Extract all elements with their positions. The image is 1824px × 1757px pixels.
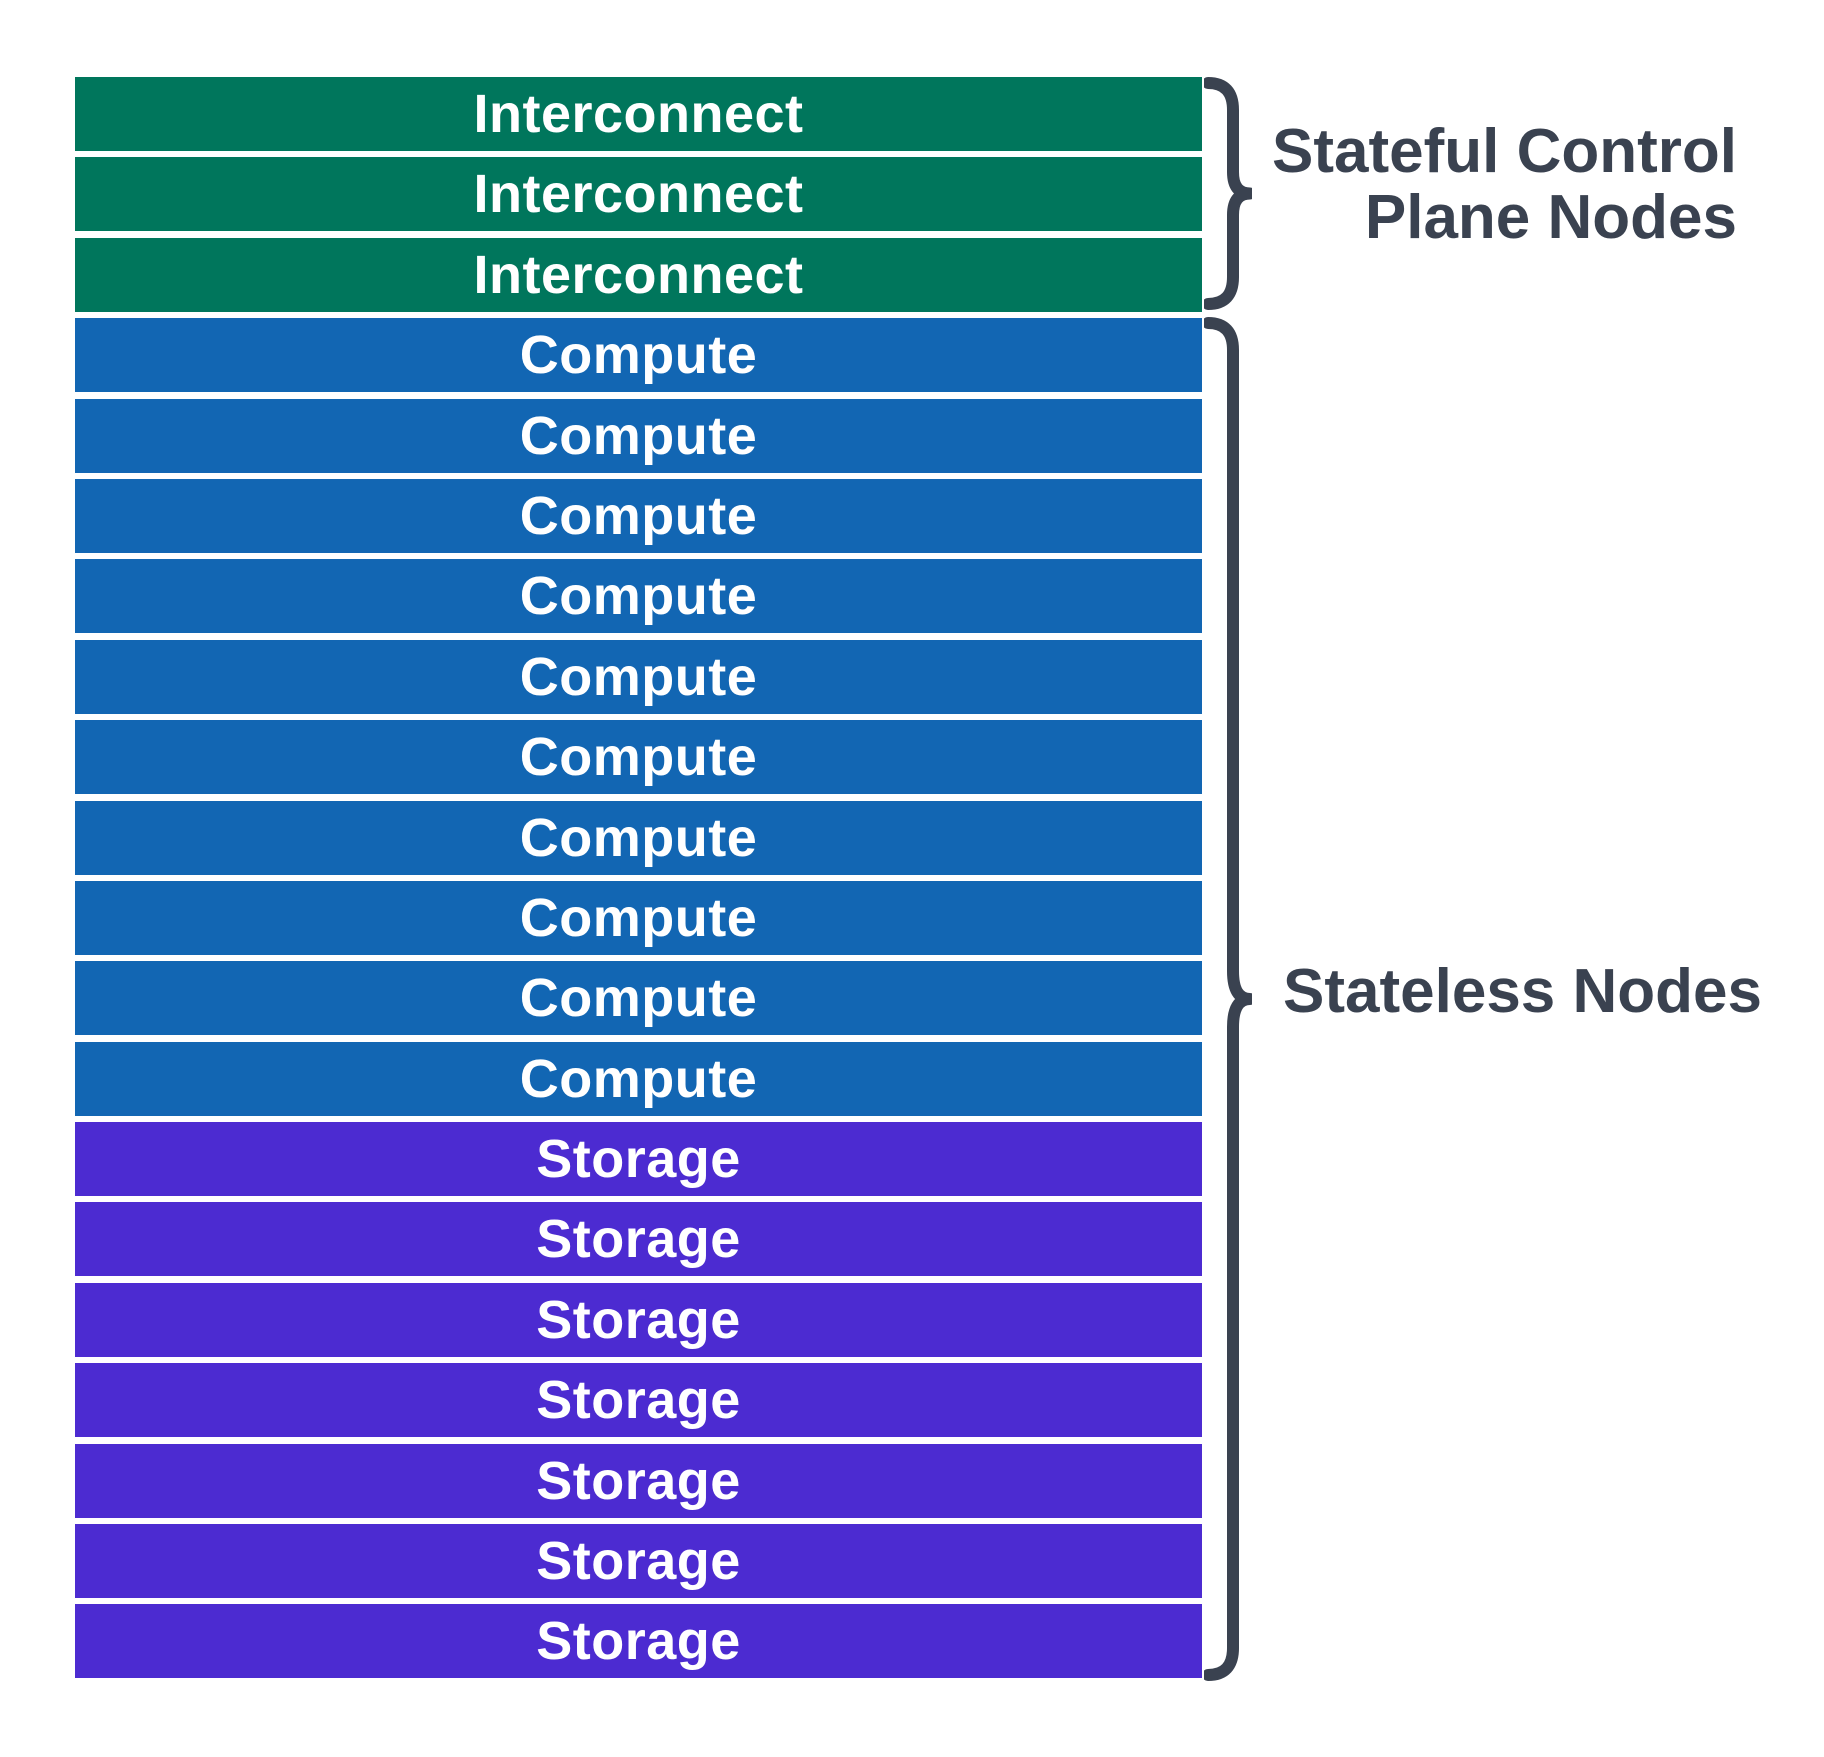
node-bar-label: Compute <box>519 807 758 868</box>
node-bar-label: Compute <box>519 968 758 1029</box>
node-bar-storage: Storage <box>75 1202 1202 1277</box>
node-bar-label: Compute <box>519 405 758 466</box>
node-bar-label: Storage <box>536 1370 741 1431</box>
node-bar-compute: Compute <box>75 961 1202 1036</box>
node-bar-label: Interconnect <box>473 164 804 225</box>
node-bar-label: Storage <box>536 1289 741 1350</box>
stateful-group-label: Stateful Control Plane Nodes <box>1272 119 1737 251</box>
node-bar-label: Compute <box>519 485 758 546</box>
node-bar-compute: Compute <box>75 800 1202 875</box>
node-bar-storage: Storage <box>75 1122 1202 1197</box>
node-bar-label: Storage <box>536 1531 741 1592</box>
stateful-brace <box>1204 77 1252 310</box>
stateless-group-label: Stateless Nodes <box>1283 957 1762 1026</box>
node-bar-compute: Compute <box>75 1041 1202 1116</box>
node-bar-compute: Compute <box>75 318 1202 393</box>
node-bar-compute: Compute <box>75 478 1202 553</box>
stateful-group-label-line1: Stateful Control <box>1272 117 1737 186</box>
node-bar-label: Compute <box>519 1048 758 1109</box>
stateful-brace-path <box>1204 77 1252 310</box>
node-bar-storage: Storage <box>75 1604 1202 1679</box>
node-bar-label: Compute <box>519 727 758 788</box>
node-bar-storage: Storage <box>75 1524 1202 1599</box>
node-bar-label: Storage <box>536 1450 741 1511</box>
stateless-brace <box>1204 317 1252 1681</box>
node-bar-label: Storage <box>536 1129 741 1190</box>
node-bar-compute: Compute <box>75 880 1202 955</box>
node-bar-interconnect: Interconnect <box>75 237 1202 312</box>
node-bar-compute: Compute <box>75 559 1202 634</box>
node-bar-label: Storage <box>536 1611 741 1672</box>
node-bar-label: Compute <box>519 646 758 707</box>
stateless-brace-path <box>1204 317 1252 1681</box>
node-bar-compute: Compute <box>75 398 1202 473</box>
node-bar-label: Interconnect <box>473 84 804 144</box>
node-bar-label: Compute <box>519 887 758 948</box>
node-bar-compute: Compute <box>75 720 1202 795</box>
stateful-group-label-line2: Plane Nodes <box>1364 183 1737 252</box>
node-bar-interconnect: Interconnect <box>75 77 1202 151</box>
node-bar-compute: Compute <box>75 639 1202 714</box>
node-bar-label: Compute <box>519 325 758 386</box>
node-bar-label: Storage <box>536 1209 741 1270</box>
node-bar-storage: Storage <box>75 1363 1202 1438</box>
node-bar-label: Interconnect <box>473 244 804 305</box>
node-bar-interconnect: Interconnect <box>75 157 1202 232</box>
node-bar-storage: Storage <box>75 1282 1202 1357</box>
node-bar-storage: Storage <box>75 1443 1202 1518</box>
node-bar-label: Compute <box>519 566 758 627</box>
